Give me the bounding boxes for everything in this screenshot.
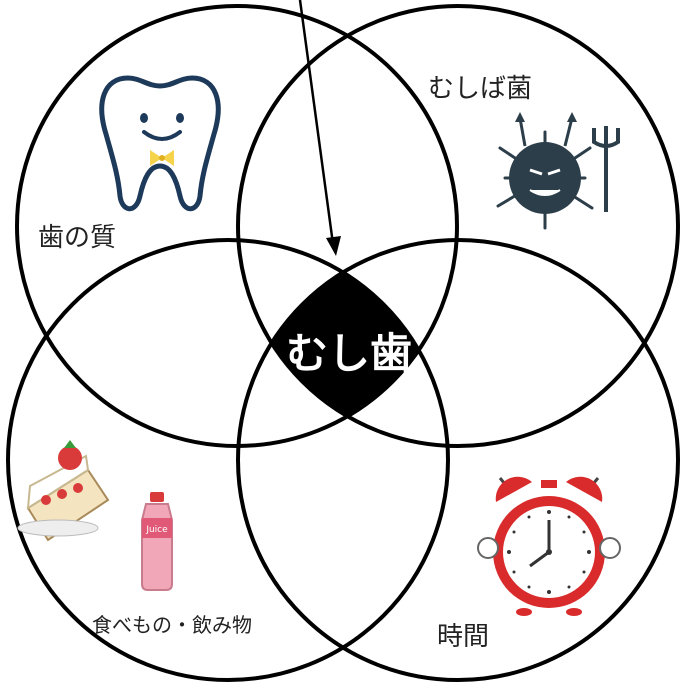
label-tooth-quality: 歯の質 xyxy=(38,223,116,253)
label-bacteria: むしば菌 xyxy=(428,74,532,104)
circle-time xyxy=(236,238,680,682)
center-label: むし歯 xyxy=(286,329,412,378)
pointer-arrow xyxy=(298,0,341,256)
circle-food-drink xyxy=(6,238,450,682)
label-time: 時間 xyxy=(437,622,489,652)
juice-label: Juice xyxy=(145,525,168,535)
label-food-drink: 食べもの・飲み物 xyxy=(92,613,252,637)
circle-bacteria xyxy=(236,4,680,448)
juice-bottle-icon: Juice xyxy=(141,492,173,591)
tooth-character-icon xyxy=(99,75,221,212)
shortcake-icon xyxy=(17,440,110,542)
cavity-germ-icon xyxy=(496,112,620,230)
center-intersection xyxy=(238,240,448,446)
alarm-clock-icon xyxy=(477,476,621,616)
